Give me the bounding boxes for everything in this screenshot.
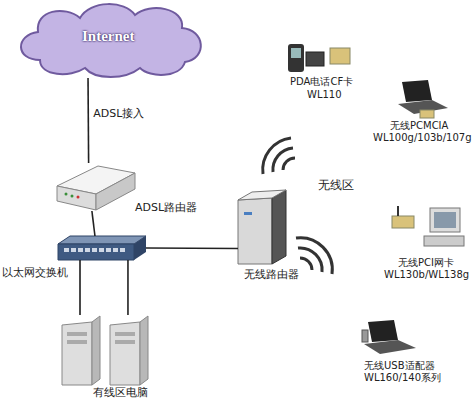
device-label: ADSL路由器 (135, 201, 197, 214)
device-label: 有线区电脑 (93, 386, 148, 399)
zone-label: 无线区 (318, 178, 354, 192)
pci-computer (392, 206, 464, 246)
internet-cloud (21, 4, 201, 77)
device-node: 无线USB适配器WL160/140系列 (362, 318, 420, 356)
device-label: WL130b/WL138g (384, 269, 469, 281)
device-label: 无线USB适配器 (364, 360, 435, 372)
device-node: 无线PCMCIAWL100g/103b/107g (398, 80, 450, 118)
network-cable (146, 247, 238, 249)
device-label: 无线PCMCIA (390, 120, 448, 132)
device-label: 无线PCI网卡 (398, 257, 454, 269)
device-node: 以太网交换机 (58, 236, 146, 260)
network-cable (87, 78, 89, 163)
device-node: 无线路由器 (238, 190, 286, 264)
pcmcia-laptop (398, 80, 448, 118)
wireless-router (238, 190, 286, 264)
device-node: 无线PCI网卡WL130b/WL138g (392, 205, 466, 251)
device-label: WL100g/103b/107g (373, 132, 472, 144)
cloud-label: Internet (82, 28, 135, 45)
pda-card (288, 44, 350, 72)
device-label: 无线路由器 (244, 268, 299, 281)
device-node: PDA电话CF卡WL110 (285, 40, 355, 72)
network-cable (79, 260, 81, 315)
edge-label: ADSL接入 (93, 107, 144, 120)
device-label: WL160/140系列 (364, 372, 441, 384)
device-node: 有线区电脑 (55, 315, 150, 385)
ethernet-switch (58, 236, 146, 260)
cloud-node: Internet (20, 0, 210, 78)
device-node: ADSL路由器 (55, 163, 137, 211)
wired-pc (62, 316, 148, 385)
network-cable (92, 211, 95, 236)
usb-laptop (362, 320, 416, 354)
adsl-router (57, 166, 135, 210)
device-label: PDA电话CF卡 (290, 76, 353, 88)
device-label: 以太网交换机 (2, 266, 68, 279)
network-cable (127, 260, 129, 315)
device-label: WL110 (307, 89, 342, 101)
wireless-signal (263, 138, 333, 274)
